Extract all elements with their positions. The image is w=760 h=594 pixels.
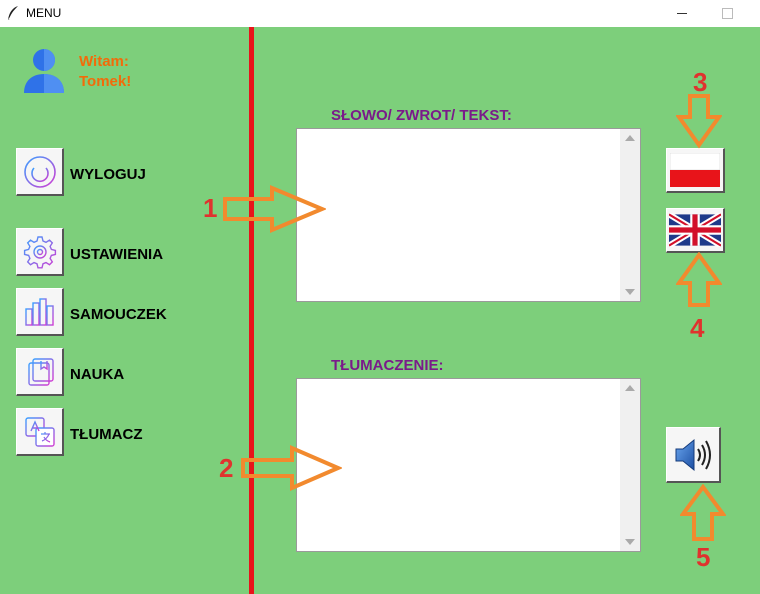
speaker-icon <box>675 438 711 471</box>
output-label: TŁUMACZENIE: <box>331 357 444 374</box>
minimize-button[interactable] <box>667 0 697 27</box>
scroll-down-arrow-icon[interactable] <box>625 289 635 295</box>
scroll-up-arrow-icon[interactable] <box>625 385 635 391</box>
translator-label: TŁUMACZ <box>70 426 143 443</box>
gear-icon <box>23 235 56 268</box>
input-scrollbar[interactable] <box>620 129 640 301</box>
window-title: MENU <box>26 6 62 20</box>
annotation-number-2: 2 <box>219 453 234 483</box>
learning-label: NAUKA <box>70 366 125 383</box>
annotation-arrow-5 <box>680 484 726 541</box>
feather-icon <box>7 6 18 21</box>
input-text-field[interactable] <box>297 129 620 301</box>
translate-icon <box>24 416 55 447</box>
speak-button[interactable] <box>666 427 721 483</box>
annotation-number-4: 4 <box>690 313 705 343</box>
user-icon <box>24 49 64 93</box>
learning-button[interactable] <box>16 348 64 396</box>
greeting: Witam: Tomek! <box>79 52 131 92</box>
uk-flag-icon <box>669 213 721 247</box>
vertical-divider <box>249 27 254 594</box>
maximize-button[interactable] <box>712 0 742 27</box>
annotation-arrow-3 <box>676 94 722 149</box>
output-scrollbar[interactable] <box>620 379 640 551</box>
input-label: SŁOWO/ ZWROT/ TEKST: <box>331 107 512 124</box>
annotation-arrow-1 <box>223 185 326 233</box>
input-text-area[interactable] <box>296 128 641 302</box>
poland-flag-icon <box>670 153 720 187</box>
scroll-down-arrow-icon[interactable] <box>625 539 635 545</box>
logout-button[interactable] <box>16 148 64 196</box>
output-text-area[interactable] <box>296 378 641 552</box>
polish-language-button[interactable] <box>666 148 725 193</box>
settings-button[interactable] <box>16 228 64 276</box>
title-bar: MENU <box>0 0 760 27</box>
settings-label: USTAWIENIA <box>70 246 164 263</box>
annotation-arrow-4 <box>676 252 722 307</box>
power-icon <box>23 155 56 188</box>
book-icon <box>27 357 54 386</box>
annotation-number-5: 5 <box>696 542 711 572</box>
user-name: Tomek! <box>79 73 132 90</box>
books-icon <box>23 297 56 327</box>
tutorial-label: SAMOUCZEK <box>70 306 167 323</box>
output-text-field[interactable] <box>297 379 620 551</box>
translator-button[interactable] <box>16 408 64 456</box>
greeting-line1: Witam: <box>79 53 129 70</box>
english-language-button[interactable] <box>666 208 725 253</box>
annotation-arrow-2 <box>241 444 342 492</box>
scroll-up-arrow-icon[interactable] <box>625 135 635 141</box>
logout-label: WYLOGUJ <box>70 166 146 183</box>
annotation-number-1: 1 <box>203 193 218 223</box>
annotation-number-3: 3 <box>693 67 708 97</box>
tutorial-button[interactable] <box>16 288 64 336</box>
